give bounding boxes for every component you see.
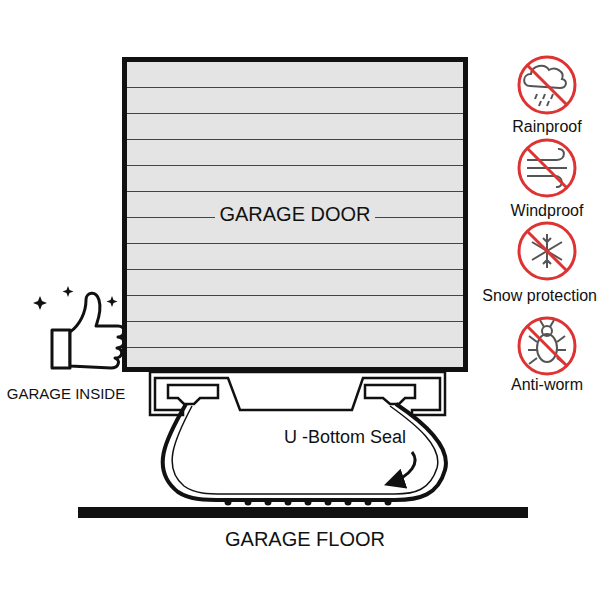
- feature-label: Rainproof: [512, 118, 581, 136]
- u-seal: [163, 404, 446, 500]
- seal-t-left: [168, 385, 218, 404]
- feature-label: Windproof: [511, 202, 584, 220]
- garage-floor: [78, 507, 528, 518]
- seal-dot: [325, 499, 332, 506]
- seal-label: U -Bottom Seal: [284, 428, 406, 448]
- thumbs-up-icon: [52, 293, 124, 368]
- feature-label: Snow protection: [482, 287, 597, 305]
- seal-dot: [265, 499, 272, 506]
- floor-label: GARAGE FLOOR: [225, 528, 385, 550]
- u-seal-inner: [172, 406, 438, 494]
- seal-dot: [245, 499, 252, 506]
- snow-icon: [519, 223, 575, 279]
- area-label: GARAGE INSIDE: [7, 386, 125, 403]
- seal-dot: [305, 499, 312, 506]
- door-label: GARAGE DOOR: [215, 203, 374, 226]
- seal-dot: [285, 499, 292, 506]
- seal-t-right: [365, 385, 415, 404]
- rain-icon: [519, 57, 575, 113]
- sparkle-marks: [33, 286, 118, 310]
- feature-label: Anti-worm: [511, 376, 583, 394]
- leader-arrow: [388, 452, 415, 484]
- seal-dot: [225, 499, 232, 506]
- seal-dot: [385, 499, 392, 506]
- garage-door: GARAGE DOOR: [122, 57, 468, 372]
- wind-icon: [519, 140, 575, 196]
- seal-dot: [365, 499, 372, 506]
- seal-dots: [225, 499, 392, 506]
- bug-icon: [519, 318, 575, 374]
- seal-dot: [345, 499, 352, 506]
